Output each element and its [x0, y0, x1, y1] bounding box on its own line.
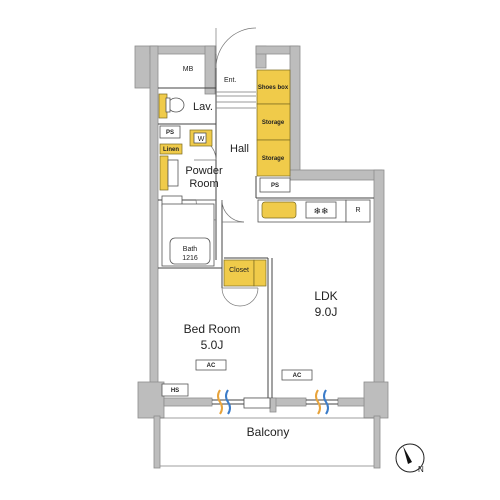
kitchen: ❄❄ — [257, 177, 371, 223]
label-bed-room-1: Bed Room — [184, 322, 241, 336]
ps-box-2 — [259, 177, 291, 193]
label-bed-room-2: 5.0J — [201, 338, 224, 352]
label-bath-2: 1216 — [182, 255, 198, 262]
label-ac-bed: AC — [207, 363, 216, 369]
compass-north: N — [418, 465, 424, 474]
label-mb: MB — [183, 66, 194, 73]
label-ps-1: PS — [166, 130, 174, 136]
label-balcony: Balcony — [247, 425, 290, 439]
wall-entry-left — [204, 45, 216, 95]
wall-bottom-c — [337, 397, 365, 407]
north-arrow-icon — [403, 446, 412, 464]
airflow-icon — [225, 389, 231, 415]
shoes-box — [256, 69, 291, 105]
label-hs: HS — [171, 388, 179, 394]
wall-bottom-right-column — [363, 381, 389, 419]
wall-bottom-a — [163, 397, 213, 407]
airflow-icon — [217, 389, 223, 415]
powder-counter — [159, 155, 169, 191]
label-lav: Lav. — [193, 101, 213, 113]
label-linen: Linen — [163, 147, 179, 153]
label-ldk-1: LDK — [314, 289, 337, 303]
balcony-area — [153, 415, 381, 469]
entry-step — [216, 91, 256, 109]
linen-shelf — [159, 143, 183, 155]
label-ps-2: PS — [271, 183, 279, 189]
exterior-walls — [134, 45, 389, 419]
label-shoes-box: Shoes box — [258, 85, 289, 91]
wall-bottom-left-column — [137, 381, 165, 419]
storage-lower — [256, 139, 291, 177]
hs-box — [161, 383, 189, 397]
ps-box-1 — [159, 125, 181, 139]
label-ac-ldk: AC — [293, 373, 302, 379]
sash-box — [243, 397, 271, 409]
label-closet: Closet — [229, 267, 249, 274]
ac-unit-bed — [195, 359, 227, 371]
label-hall: Hall — [230, 143, 249, 155]
storage-column — [256, 69, 291, 177]
bathtub-icon — [169, 237, 211, 265]
ac-units — [161, 359, 313, 409]
stove-icon — [305, 201, 337, 219]
burner-glyph: ❄❄ — [313, 206, 328, 216]
compass-ring — [395, 443, 425, 473]
label-powder-2: Room — [189, 178, 218, 190]
label-storage-lower: Storage — [262, 156, 285, 162]
label-bath-1: Bath — [183, 246, 198, 253]
windows — [212, 399, 338, 405]
compass: N — [395, 443, 425, 474]
ac-unit-ldk — [281, 369, 313, 381]
airflow-icons — [217, 389, 329, 415]
fridge-box — [345, 199, 371, 223]
wall-mullion — [269, 397, 277, 413]
label-storage-upper: Storage — [262, 120, 285, 126]
wall-storage-right — [289, 45, 301, 177]
wall-ldk-top — [289, 169, 383, 181]
wall-left — [149, 45, 159, 387]
wall-right — [373, 169, 385, 391]
basin-icon — [167, 159, 179, 187]
sink-icon — [261, 201, 297, 219]
lavatory-fixtures — [158, 93, 185, 119]
bath — [161, 203, 215, 267]
storage-upper — [256, 103, 291, 141]
room-labels: MB Ent. Shoes box Storage Storage Lav. P… — [163, 66, 361, 439]
airflow-icon — [315, 389, 321, 415]
label-powder-1: Powder — [185, 165, 223, 177]
label-r: R — [355, 207, 360, 214]
airflow-icon — [323, 389, 329, 415]
closet — [223, 259, 267, 287]
closet-box — [223, 259, 255, 287]
label-ent: Ent. — [224, 77, 237, 84]
label-w: W — [198, 136, 205, 143]
label-ldk-2: 9.0J — [315, 305, 338, 319]
